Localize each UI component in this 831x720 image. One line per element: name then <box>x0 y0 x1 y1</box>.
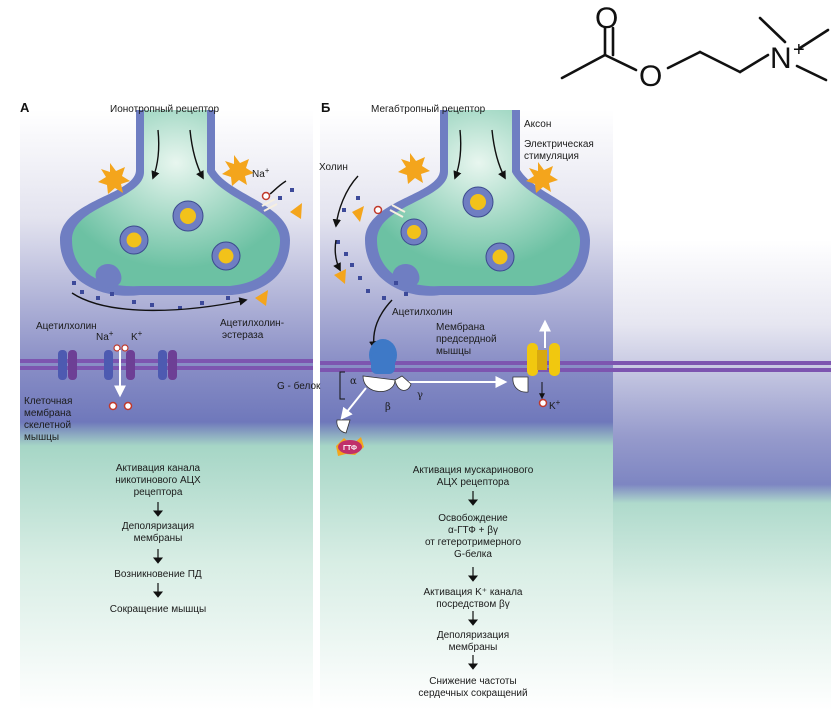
atrial-label-line-1: Мембрана <box>436 321 485 333</box>
step-b-5-line-1: Снижение частоты <box>429 676 516 687</box>
right-background <box>613 240 831 710</box>
vesicles-b <box>400 186 515 272</box>
muscarinic-receptor <box>336 339 529 434</box>
na-label: Na+ <box>252 166 270 180</box>
step-a-2-line-1: Деполяризация <box>122 521 194 532</box>
nitrogen-atom: N <box>770 42 792 75</box>
step-a-1-line-2: никотинового АЦХ <box>115 475 201 486</box>
panel-a-title: Ионотропный рецептор <box>110 104 220 115</box>
esterase-enzymes <box>255 203 364 306</box>
stimulation-bursts <box>98 153 558 194</box>
gamma-label: γ <box>417 390 423 401</box>
step-a-4: Сокращение мышцы <box>110 604 206 615</box>
choline-label: Холин <box>319 162 348 173</box>
ester-oxygen: O <box>639 60 662 93</box>
membrane-label-line-4: мышцы <box>24 432 59 443</box>
step-b-3-line-1: Активация K⁺ канала <box>424 587 523 598</box>
nitrogen-charge: + <box>793 39 805 61</box>
atrial-label-line-2: предсердной <box>436 334 497 345</box>
acetylcholine-formula: O O N + <box>560 2 830 93</box>
stim-label-line-1: Электрическая <box>524 139 594 150</box>
step-b-5-line-2: сердечных сокращений <box>418 688 527 699</box>
step-b-3-line-2: посредством βγ <box>436 599 509 610</box>
membrane-band-b <box>320 361 831 372</box>
nicotinic-channels <box>58 350 177 380</box>
g-protein-bracket <box>339 371 345 400</box>
membrane-label-line-3: скелетной <box>24 420 71 431</box>
vesicles-a <box>119 200 241 271</box>
step-b-2-line-2: α-ГТФ + βγ <box>448 525 498 536</box>
choline-transporters <box>261 198 406 218</box>
gtp-badge <box>336 437 364 456</box>
panel-a-letter: А <box>20 100 30 115</box>
step-a-2-line-2: мембраны <box>134 532 183 544</box>
step-a-1-line-3: рецептора <box>134 487 183 498</box>
panel-a-arrows <box>71 180 287 398</box>
acetylcholine-label-b: Ацетилхолин <box>392 307 453 318</box>
axon-arrows <box>151 129 506 180</box>
step-b-4-line-2: мембраны <box>449 641 498 653</box>
beta-label: β <box>385 402 391 413</box>
gtp-label: ГТФ <box>343 445 357 452</box>
step-a-1-line-1: Активация канала <box>116 463 201 474</box>
steps-b-arrows <box>467 491 479 670</box>
ach-molecules <box>72 188 408 310</box>
esterase-label-line-2: эстераза <box>222 330 264 341</box>
step-a-3: Возникновение ПД <box>114 569 202 580</box>
k-channel <box>527 343 560 376</box>
esterase-label-line-1: Ацетилхолин- <box>220 318 284 329</box>
g-protein-label: G - белок <box>277 380 321 392</box>
ion-markers <box>108 191 548 411</box>
channel-na-label: Na+ <box>96 329 114 343</box>
steps-a-arrows <box>152 502 164 598</box>
step-b-2-line-1: Освобождение <box>438 512 508 524</box>
step-b-2-line-3: от гетеротримерного <box>425 537 522 548</box>
step-b-1-line-2: АЦХ рецептора <box>437 477 510 488</box>
channel-k-label: K+ <box>131 329 143 343</box>
step-b-4-line-1: Деполяризация <box>437 630 509 641</box>
step-b-1-line-1: Активация мускаринового <box>413 465 534 476</box>
membrane-label-line-1: Клеточная <box>24 396 72 407</box>
acetylcholine-label-a: Ацетилхолин <box>36 321 97 332</box>
atrial-label-line-3: мышцы <box>436 346 471 357</box>
step-b-2-line-4: G-белка <box>454 548 492 560</box>
membrane-label-line-2: мембрана <box>24 407 72 419</box>
panel-b-letter: Б <box>321 100 330 115</box>
carbonyl-oxygen: O <box>595 2 618 35</box>
stim-label-line-2: стимуляция <box>524 151 579 162</box>
axon-label: Аксон <box>524 119 551 130</box>
panel-b-title: Мегабтропный рецептор <box>371 103 486 115</box>
alpha-label: α <box>350 376 357 387</box>
k-ion-label: K+ <box>549 398 561 412</box>
